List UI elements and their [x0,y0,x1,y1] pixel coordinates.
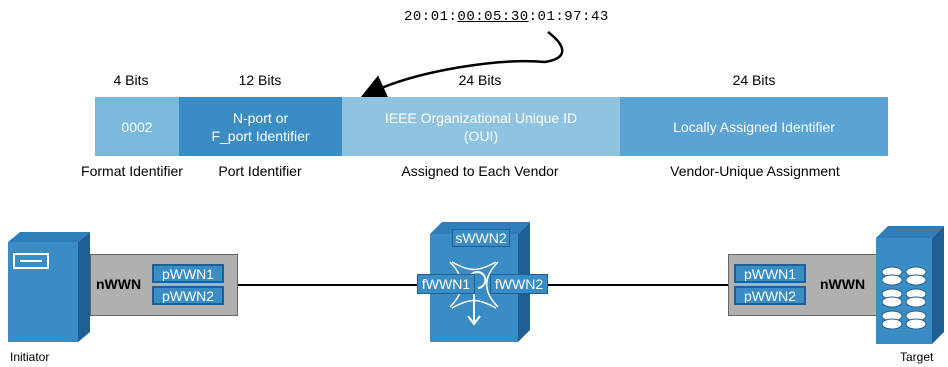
target-pwwn2: pWWN2 [734,286,806,305]
switch-fwwn1: fWWN1 [417,274,475,294]
wwn-oui: 00:05:30 [457,9,529,25]
server-icon [8,232,90,342]
switch-swwn: sWWN2 [452,229,510,247]
initiator-nwwn: nWWN [96,276,142,292]
caption-local: Vendor-Unique Assignment [670,163,840,179]
target-label: Target [900,350,934,364]
initiator-label: Initiator [10,350,50,364]
field-oui: IEEE Organizational Unique ID (OUI) [342,97,620,156]
storage-array-icon [876,226,944,344]
initiator-pwwn1: pWWN1 [152,264,224,283]
caption-port: Port Identifier [218,163,302,179]
field-oui-value: IEEE Organizational Unique ID (OUI) [384,109,578,144]
field-port-value: N-port or F_port Identifier [211,109,310,144]
caption-oui: Assigned to Each Vendor [401,163,559,179]
oui-arrow [360,31,564,99]
initiator-pwwn2: pWWN2 [152,286,224,305]
bits-label-format: 4 Bits [113,72,149,88]
wwn-suffix: :01:97:43 [528,9,609,25]
field-format: 0002 [95,97,179,156]
target-pwwn1: pWWN1 [734,264,806,283]
target-nwwn: nWWN [820,276,866,292]
field-port: N-port or F_port Identifier [179,97,342,156]
field-local-value: Locally Assigned Identifier [673,118,835,135]
field-local: Locally Assigned Identifier [620,97,888,156]
field-format-value: 0002 [121,118,153,135]
switch-fwwn2: fWWN2 [490,274,548,294]
bits-label-port: 12 Bits [238,72,282,88]
wwn-prefix: 20:01: [404,9,458,25]
bits-label-oui: 24 Bits [458,72,502,88]
bits-label-local: 24 Bits [732,72,776,88]
wwn-address: 20:01:00:05:30:01:97:43 [404,9,609,25]
caption-format: Format Identifier [81,163,183,179]
